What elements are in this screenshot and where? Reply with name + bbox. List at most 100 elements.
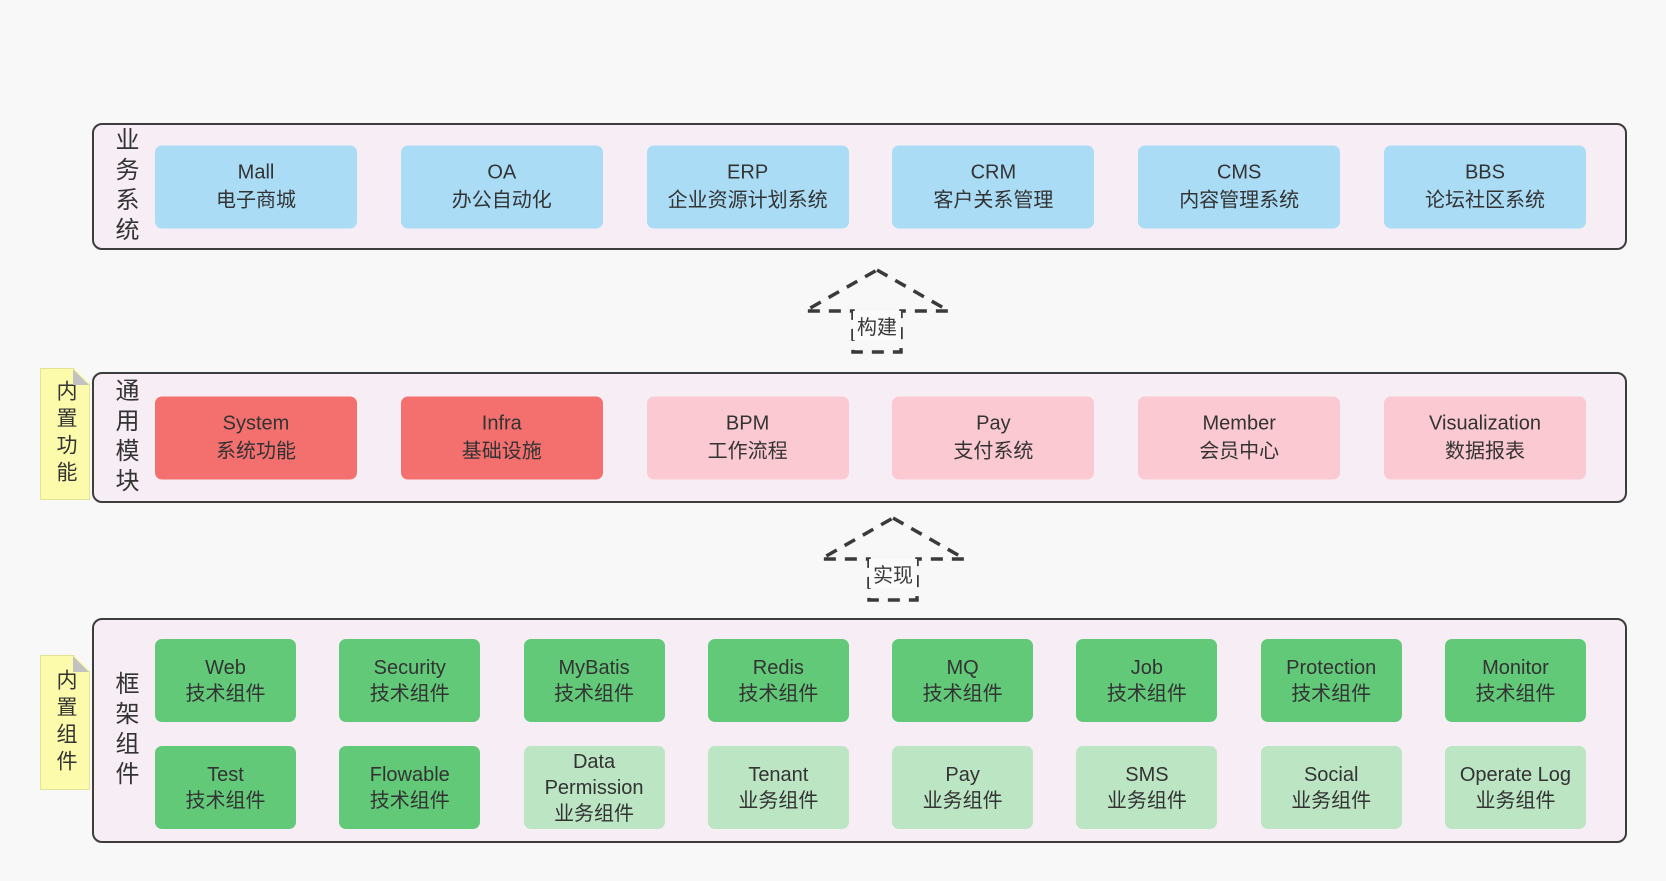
build-arrow: 构建 [802,267,952,355]
box-name: ERP [727,161,769,184]
box-name: CMS [1216,161,1262,184]
box-pay-component: Pay 业务组件 [892,746,1034,829]
framework-components-rows: Web 技术组件 Security 技术组件 MyBatis 技术组件 Redi… [155,639,1586,829]
sticky-note-label: 内置功能 [54,380,77,488]
box-name: Operate Log [1459,763,1572,786]
box-name: Visualization [1429,412,1541,435]
box-member: Member 会员中心 [1138,396,1341,479]
box-subtitle: 技术组件 [369,682,450,705]
up-block-arrow-icon [802,267,952,354]
box-subtitle: 电子商城 [216,189,296,212]
box-oa: OA 办公自动化 [400,145,603,228]
box-infra: Infra 基础设施 [400,396,603,479]
box-operate-log: Operate Log 业务组件 [1444,746,1586,829]
box-subtitle: 技术组件 [1106,682,1187,705]
box-name: Member [1202,412,1276,435]
box-name: Tenant [748,763,809,786]
box-name: Infra [481,412,522,435]
box-tenant: Tenant 业务组件 [707,746,849,829]
box-subtitle: 工作流程 [707,440,788,463]
box-subtitle: 内容管理系统 [1179,189,1300,212]
box-redis: Redis 技术组件 [707,639,849,722]
band-common-modules: 通用模块 System 系统功能 Infra 基础设施 BPM 工作流程 Pay… [92,372,1627,503]
box-name: BBS [1464,161,1505,184]
build-arrow-label: 构建 [853,311,901,340]
sticky-note-builtin-components: 内置组件 [40,655,90,790]
box-subtitle: 数据报表 [1444,440,1525,463]
box-subtitle: 技术组件 [1475,682,1556,705]
box-crm: CRM 客户关系管理 [892,145,1095,228]
framework-components-row-1: Web 技术组件 Security 技术组件 MyBatis 技术组件 Redi… [155,639,1586,722]
box-subtitle: 支付系统 [953,440,1034,463]
box-flowable: Flowable 技术组件 [339,746,481,829]
box-protection: Protection 技术组件 [1260,639,1402,722]
box-erp: ERP 企业资源计划系统 [646,145,849,228]
box-subtitle: 技术组件 [185,789,266,812]
box-name: Web [205,656,246,679]
box-subtitle: 技术组件 [554,682,635,705]
box-subtitle: 会员中心 [1199,440,1280,463]
box-subtitle: 业务组件 [1106,789,1187,812]
box-subtitle: 技术组件 [185,682,266,705]
box-name: Pay [945,763,980,786]
box-subtitle: 办公自动化 [451,189,552,212]
sticky-note-label: 内置组件 [54,668,77,777]
band-business-systems: 业务系统 Mall 电子商城 OA 办公自动化 ERP 企业资源计划系统 CRM… [92,123,1627,250]
box-subtitle: 业务组件 [1475,789,1556,812]
up-block-arrow-icon [818,515,968,602]
box-name: MQ [946,656,979,679]
sticky-fold-corner [73,369,89,385]
box-subtitle: 业务组件 [738,789,819,812]
box-name: Redis [752,656,804,679]
sticky-note-builtin-features: 内置功能 [40,368,90,500]
box-name: SMS [1125,763,1169,786]
box-name: OA [487,161,517,184]
box-name: BPM [725,412,770,435]
box-system: System 系统功能 [155,396,357,479]
box-mq: MQ 技术组件 [892,639,1034,722]
box-subtitle: 基础设施 [461,440,542,463]
box-mall: Mall 电子商城 [155,145,357,228]
sticky-fold-corner [73,656,89,672]
box-sms: SMS 业务组件 [1076,746,1218,829]
box-subtitle: 系统功能 [216,440,296,463]
framework-components-row-2: Test 技术组件 Flowable 技术组件 Data Permission … [155,746,1586,829]
box-name: Protection [1286,656,1377,679]
business-systems-row: Mall 电子商城 OA 办公自动化 ERP 企业资源计划系统 CRM 客户关系… [155,145,1586,228]
box-name: CRM [970,161,1017,184]
box-name: Mall [237,161,275,184]
box-monitor: Monitor 技术组件 [1444,639,1586,722]
box-name: System [222,412,290,435]
box-subtitle: 技术组件 [369,789,450,812]
box-data-permission: Data Permission 业务组件 [523,746,665,829]
box-name: Security [373,656,446,679]
box-test: Test 技术组件 [155,746,296,829]
box-subtitle: 业务组件 [1291,789,1372,812]
box-subtitle: 技术组件 [738,682,819,705]
band-label-common-modules: 通用模块 [111,377,138,498]
band-label-business-systems: 业务系统 [111,126,138,247]
box-web: Web 技术组件 [155,639,296,722]
common-modules-row: System 系统功能 Infra 基础设施 BPM 工作流程 Pay 支付系统… [155,396,1586,479]
box-pay-module: Pay 支付系统 [892,396,1095,479]
implement-arrow-label: 实现 [869,559,917,588]
box-subtitle: 技术组件 [922,682,1003,705]
box-subtitle: 业务组件 [922,789,1003,812]
box-name: Social [1303,763,1359,786]
box-name: Pay [976,412,1011,435]
box-mybatis: MyBatis 技术组件 [523,639,665,722]
box-subtitle: 业务组件 [554,802,635,825]
box-name: Data Permission [544,750,644,799]
box-name: Job [1130,656,1164,679]
box-name: MyBatis [558,656,630,679]
box-name: Test [207,763,244,786]
band-label-framework-components: 框架组件 [111,670,138,791]
box-security: Security 技术组件 [339,639,481,722]
box-bbs: BBS 论坛社区系统 [1383,145,1586,228]
box-name: Monitor [1482,656,1549,679]
box-subtitle: 企业资源计划系统 [667,189,828,212]
box-subtitle: 技术组件 [1291,682,1372,705]
box-visualization: Visualization 数据报表 [1383,396,1586,479]
box-social: Social 业务组件 [1260,746,1402,829]
